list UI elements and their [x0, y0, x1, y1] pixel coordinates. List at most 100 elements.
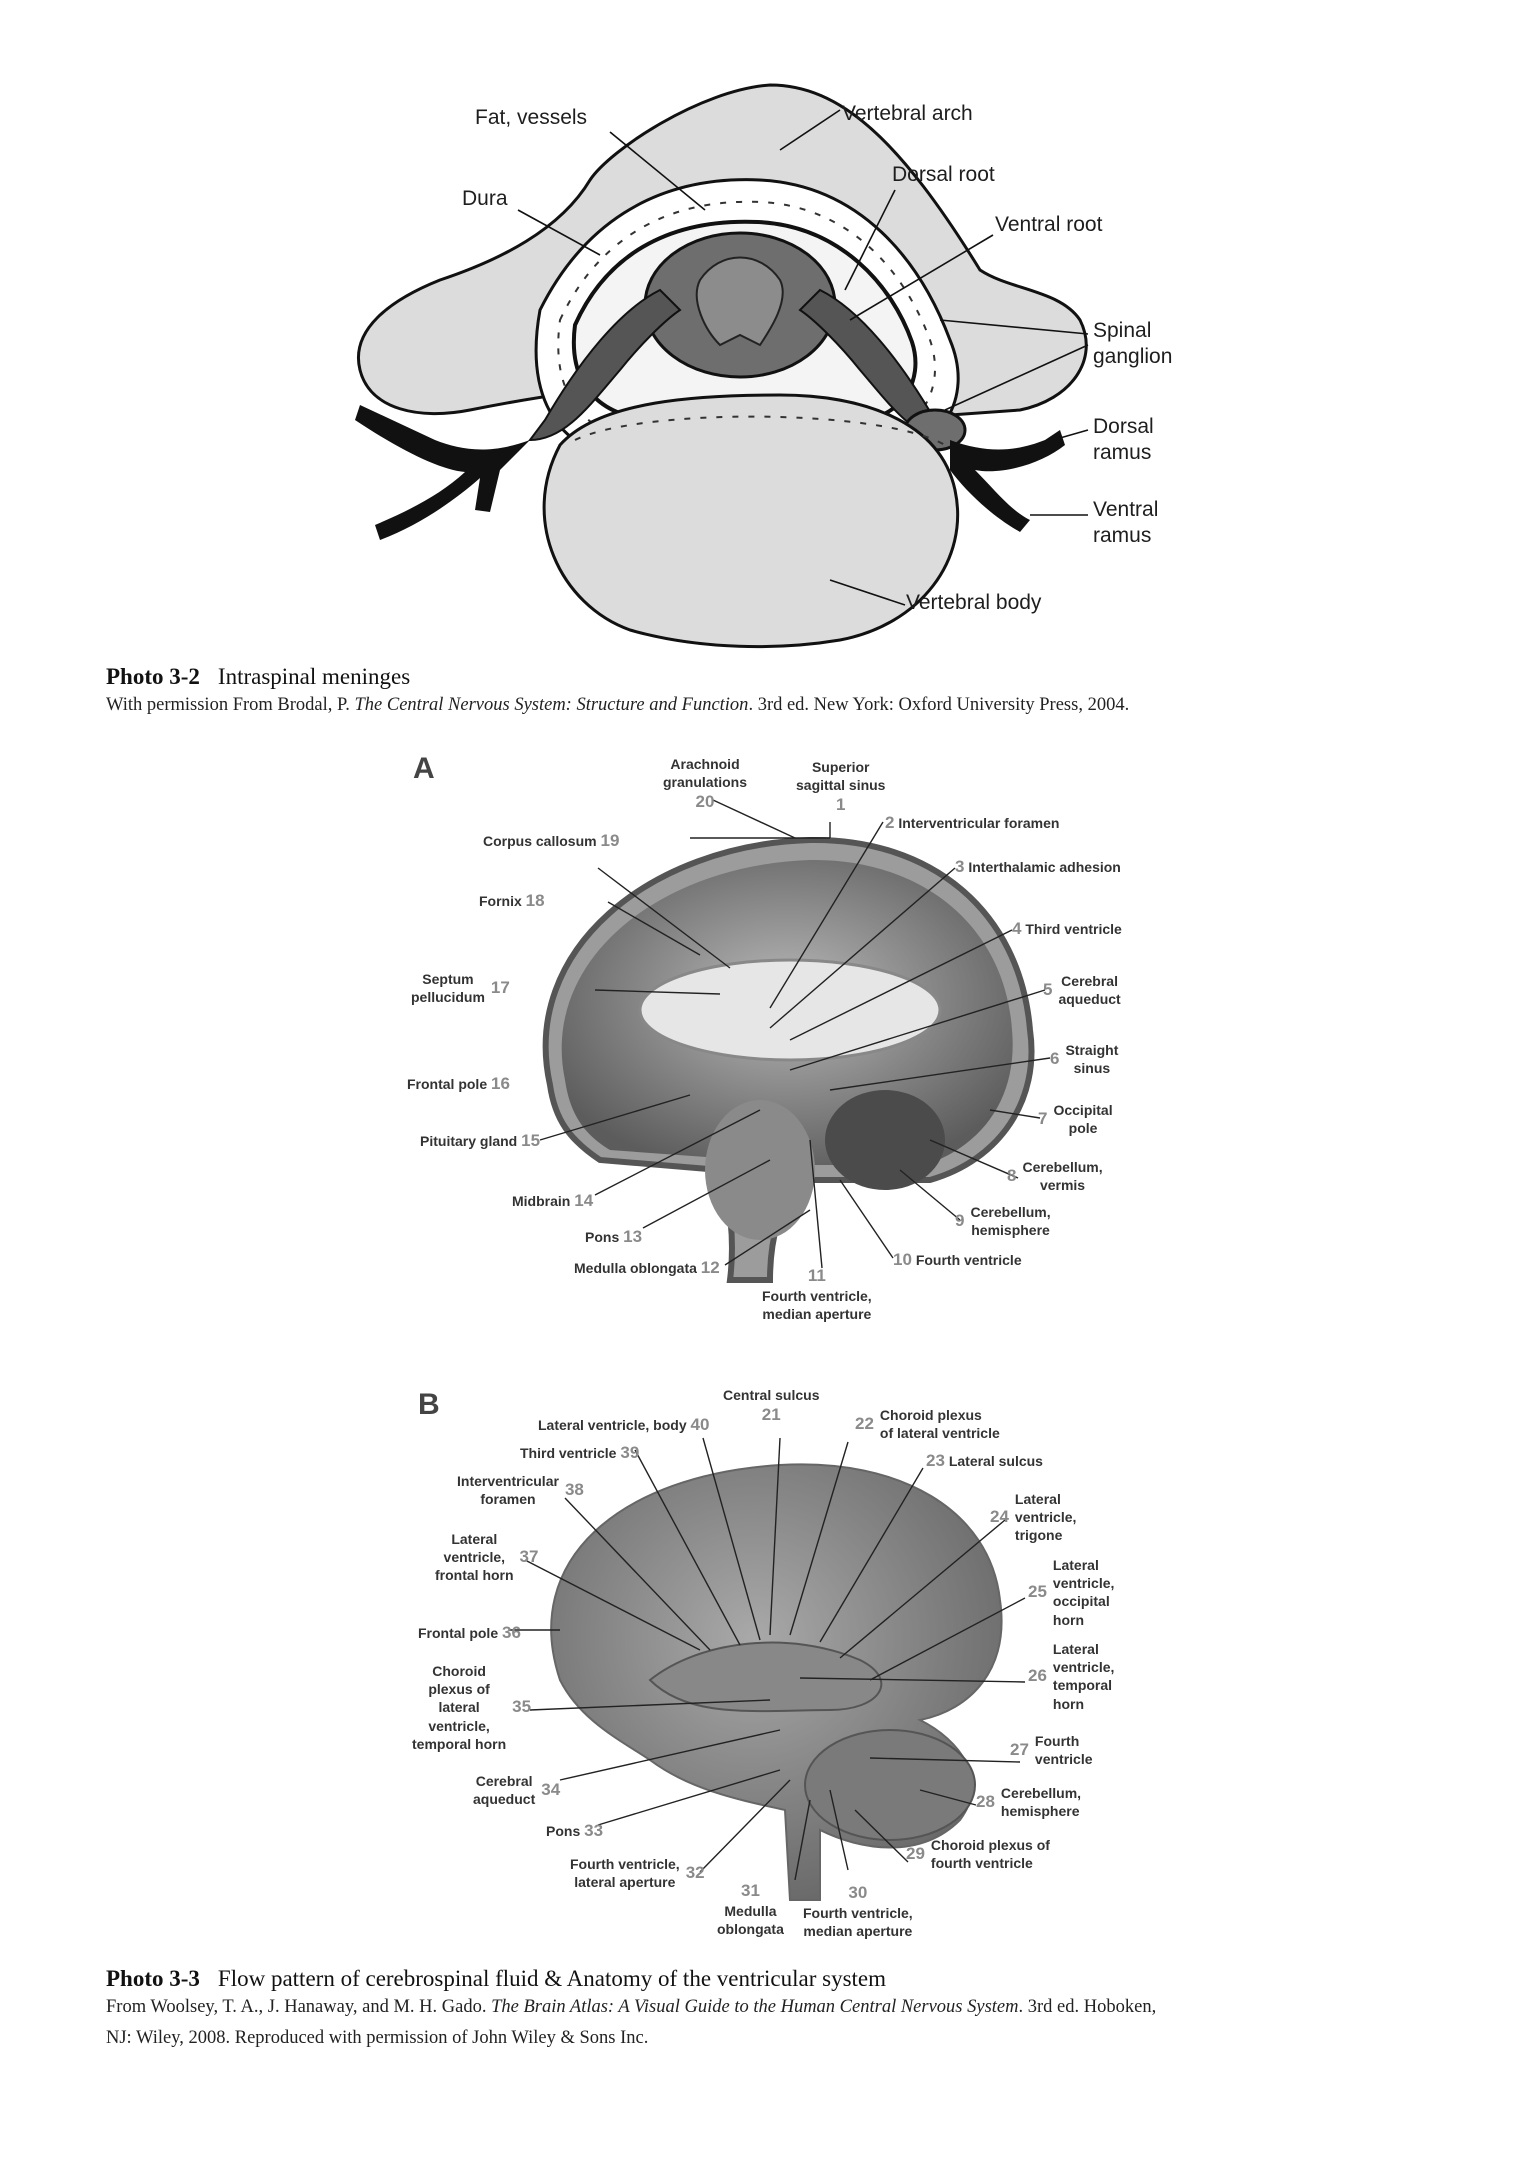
panel-a-label-1-num: 1: [836, 795, 846, 815]
figure-1-source-suffix: . 3rd ed. New York: Oxford University Pr…: [748, 695, 1130, 715]
label-dura: Dura: [462, 187, 508, 210]
panel-a-figure: A: [0, 740, 1528, 1340]
figure-2-caption-text: Flow pattern of cerebrospinal fluid & An…: [217, 1966, 887, 1991]
panel-a-label-12-text: Medulla oblongata: [574, 1260, 697, 1276]
panel-a-label-20-num: 20: [695, 792, 715, 812]
panel-b-label-35-num: 35: [512, 1697, 532, 1717]
panel-b-label-23: 23 Lateral sulcus: [926, 1450, 1043, 1472]
panel-a-label-3-text: Interthalamic adhesion: [968, 859, 1121, 875]
label-dorsal-ramus: Dorsal ramus: [1093, 414, 1154, 467]
panel-b-label-27-text: Fourth ventricle: [1034, 1733, 1093, 1768]
panel-b-label-36: Frontal pole 36: [418, 1622, 521, 1644]
panel-a-label-12-num: 12: [700, 1258, 720, 1277]
label-spinal-ganglion-line2: ganglion: [1093, 345, 1173, 369]
panel-b-label-39-text: Third ventricle: [520, 1445, 617, 1461]
label-spinal-ganglion: Spinal ganglion: [1093, 318, 1172, 371]
panel-b-label-22-num: 22: [855, 1414, 874, 1434]
figure-1-source-title: The Central Nervous System: Structure an…: [354, 695, 749, 715]
panel-b-label-37-text: Lateral ventricle, frontal horn: [435, 1531, 514, 1584]
panel-a-label-4: 4 Third ventricle: [1012, 918, 1122, 940]
label-ventral-root: Ventral root: [995, 213, 1103, 236]
figure-1-caption-text: Intraspinal meninges: [217, 664, 411, 689]
panel-b-label-26-text: Lateral ventricle, temporal horn: [1052, 1641, 1115, 1712]
panel-b-label-39-num: 39: [620, 1443, 640, 1462]
panel-b-label-31-num: 31: [740, 1881, 760, 1900]
figure-2-caption-source: From Woolsey, T. A., J. Hanaway, and M. …: [106, 1992, 1156, 2055]
panel-a-label-4-text: Third ventricle: [1025, 921, 1122, 937]
panel-a-label-12: Medulla oblongata 12: [574, 1257, 720, 1279]
panel-b-label-39: Third ventricle 39: [520, 1442, 639, 1464]
figure-2-source-prefix: From Woolsey, T. A., J. Hanaway, and M. …: [106, 1997, 492, 2017]
panel-a-label-3-num: 3: [955, 857, 965, 876]
panel-b-label-29-num: 29: [906, 1844, 925, 1864]
panel-a-label-9-num: 9: [955, 1211, 965, 1231]
panel-b-label-40-num: 40: [690, 1415, 710, 1434]
panel-b-label-24-text: Lateral ventricle, trigone: [1014, 1491, 1077, 1544]
panel-b-label-33: Pons 33: [546, 1820, 603, 1842]
panel-a-label-16-text: Frontal pole: [407, 1076, 488, 1092]
panel-a-label-2-num: 2: [885, 813, 895, 832]
figure-2-source-suffix: . 3rd ed. Hoboken,: [1018, 1997, 1157, 2017]
panel-a-label-6-num: 6: [1050, 1049, 1060, 1069]
panel-a-label-8: 8 Cerebellum, vermis: [1007, 1158, 1103, 1194]
panel-a-label-2-text: Interventricular foramen: [898, 815, 1060, 831]
panel-a-label-19-text: Corpus callosum: [483, 833, 597, 849]
panel-b-label-38: Interventricular foramen 38: [457, 1472, 584, 1508]
vertebral-body-shape: [542, 393, 960, 649]
panel-b-label-29-text: Choroid plexus of fourth ventricle: [930, 1837, 1050, 1872]
panel-a-label-15: Pituitary gland 15: [420, 1130, 540, 1152]
panel-b-label-25: 25 Lateral ventricle, occipital horn: [1028, 1556, 1114, 1629]
panel-a-label-17-num: 17: [490, 978, 510, 998]
panel-a-label-15-num: 15: [521, 1131, 541, 1150]
panel-a-label-8-num: 8: [1007, 1166, 1017, 1186]
panel-b-label-36-text: Frontal pole: [418, 1625, 499, 1641]
figure-2-caption-title: Photo 3-3 Flow pattern of cerebrospinal f…: [106, 1966, 1156, 1992]
panel-b-label-34-text: Cerebral aqueduct: [473, 1773, 536, 1808]
panel-a-label-11: 11 Fourth ventricle, median aperture: [762, 1265, 872, 1323]
panel-a-label-18-num: 18: [525, 891, 545, 910]
panel-a-label-9-text: Cerebellum, hemisphere: [970, 1204, 1051, 1239]
panel-b-label-28: 28 Cerebellum, hemisphere: [976, 1784, 1081, 1820]
panel-a-label-13-num: 13: [623, 1227, 643, 1246]
panel-a-label-1: Superior sagittal sinus 1: [796, 758, 885, 816]
panel-a-label-20-text: Arachnoid granulations: [663, 756, 748, 791]
panel-a-label-14-num: 14: [574, 1191, 594, 1210]
panel-a-label-10-num: 10: [893, 1250, 912, 1269]
panel-b-label-24: 24 Lateral ventricle, trigone: [990, 1490, 1076, 1545]
panel-b-label-32: Fourth ventricle, lateral aperture 32: [570, 1855, 705, 1891]
label-vertebral-arch: Vertebral arch: [842, 102, 973, 125]
figure-1-source-prefix: With permission From Brodal, P.: [106, 695, 355, 715]
panel-b-label-28-text: Cerebellum, hemisphere: [1000, 1785, 1082, 1820]
panel-a-label-18-text: Fornix: [479, 893, 522, 909]
panel-b-label-29: 29 Choroid plexus of fourth ventricle: [906, 1836, 1050, 1872]
panel-b-letter: B: [418, 1388, 440, 1421]
panel-b-label-26: 26 Lateral ventricle, temporal horn: [1028, 1640, 1114, 1713]
label-dorsal-root: Dorsal root: [892, 163, 995, 186]
panel-a-label-14-text: Midbrain: [512, 1193, 571, 1209]
panel-a-label-7-text: Occipital pole: [1053, 1102, 1113, 1137]
label-dorsal-ramus-line2: ramus: [1093, 441, 1152, 465]
panel-b-label-40-text: Lateral ventricle, body: [538, 1417, 687, 1433]
panel-b-label-21-text: Central sulcus: [723, 1387, 820, 1403]
label-ventral-ramus: Ventral ramus: [1093, 497, 1158, 550]
panel-b-figure: B: [0, 1380, 1528, 1940]
panel-a-label-13: Pons 13: [585, 1226, 642, 1248]
panel-a-label-20: Arachnoid granulations 20: [663, 755, 747, 813]
panel-a-letter: A: [413, 752, 435, 785]
panel-a-label-5-num: 5: [1043, 980, 1053, 1000]
panel-b-label-32-text: Fourth ventricle, lateral aperture: [570, 1856, 680, 1891]
panel-a-label-3: 3 Interthalamic adhesion: [955, 856, 1121, 878]
panel-a-label-9: 9 Cerebellum, hemisphere: [955, 1203, 1051, 1239]
panel-b-label-30-num: 30: [848, 1883, 868, 1902]
panel-b-label-35: Choroid plexus of lateral ventricle, tem…: [412, 1662, 531, 1753]
panel-b-label-37: Lateral ventricle, frontal horn 37: [435, 1530, 538, 1585]
panel-b-label-21-num: 21: [761, 1405, 781, 1425]
panel-a-label-5: 5 Cerebral aqueduct: [1043, 972, 1121, 1008]
panel-b-label-38-num: 38: [564, 1480, 584, 1500]
label-dorsal-ramus-line1: Dorsal: [1093, 415, 1154, 438]
panel-a-label-7-num: 7: [1038, 1109, 1048, 1129]
panel-b-label-40: Lateral ventricle, body 40: [538, 1414, 709, 1436]
figure-2-caption-number: Photo 3-3: [106, 1966, 200, 1991]
panel-b-label-38-text: Interventricular foramen: [457, 1473, 559, 1508]
